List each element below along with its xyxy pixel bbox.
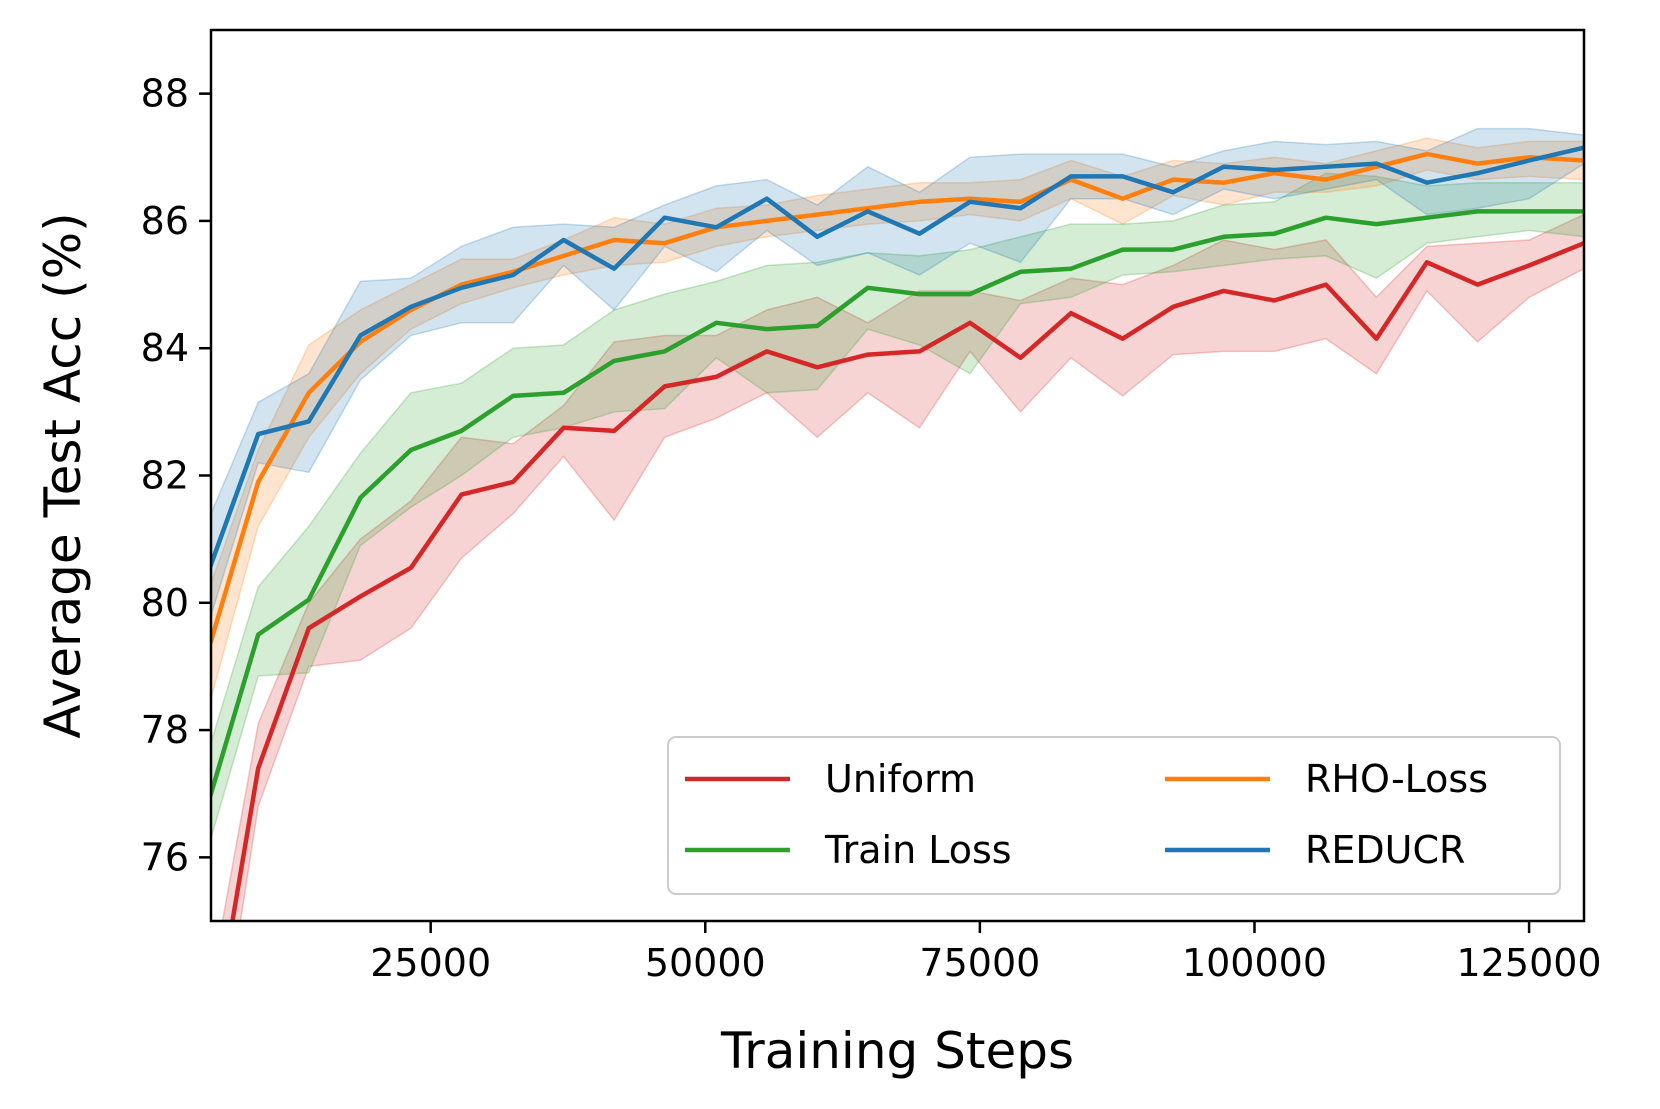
x-axis-label: Training Steps xyxy=(720,1022,1074,1080)
band-reducr xyxy=(211,127,1584,616)
series-lines xyxy=(211,145,1584,921)
confidence-bands xyxy=(211,127,1584,921)
legend-label-reducr: REDUCR xyxy=(1305,828,1465,872)
y-tick-label: 82 xyxy=(141,454,189,498)
x-axis-ticks: 25000 50000 75000 100000 125000 xyxy=(370,921,1602,985)
y-tick-label: 88 xyxy=(141,72,189,116)
y-tick-label: 76 xyxy=(141,835,189,879)
y-tick-label: 78 xyxy=(141,708,189,752)
band-uniform xyxy=(221,213,1584,921)
legend-box xyxy=(667,736,1561,895)
x-tick-label: 50000 xyxy=(645,941,766,985)
y-axis-ticks: 76 78 80 82 84 86 88 xyxy=(141,72,211,879)
line-reducr xyxy=(211,145,1584,568)
x-tick-label: 100000 xyxy=(1182,941,1327,985)
legend-label-rho-loss: RHO-Loss xyxy=(1305,757,1488,801)
y-tick-label: 84 xyxy=(141,326,189,370)
y-axis-label: Average Test Acc (%) xyxy=(34,212,92,738)
x-tick-label: 75000 xyxy=(919,941,1040,985)
legend-label-train-loss: Train Loss xyxy=(824,828,1012,872)
x-tick-label: 125000 xyxy=(1457,941,1602,985)
y-tick-label: 86 xyxy=(141,199,189,243)
x-tick-label: 25000 xyxy=(370,941,491,985)
y-tick-label: 80 xyxy=(141,581,189,625)
line-uniform xyxy=(230,240,1584,921)
line-train-loss xyxy=(211,209,1584,797)
legend-label-uniform: Uniform xyxy=(825,757,976,801)
band-train-loss xyxy=(211,172,1584,839)
